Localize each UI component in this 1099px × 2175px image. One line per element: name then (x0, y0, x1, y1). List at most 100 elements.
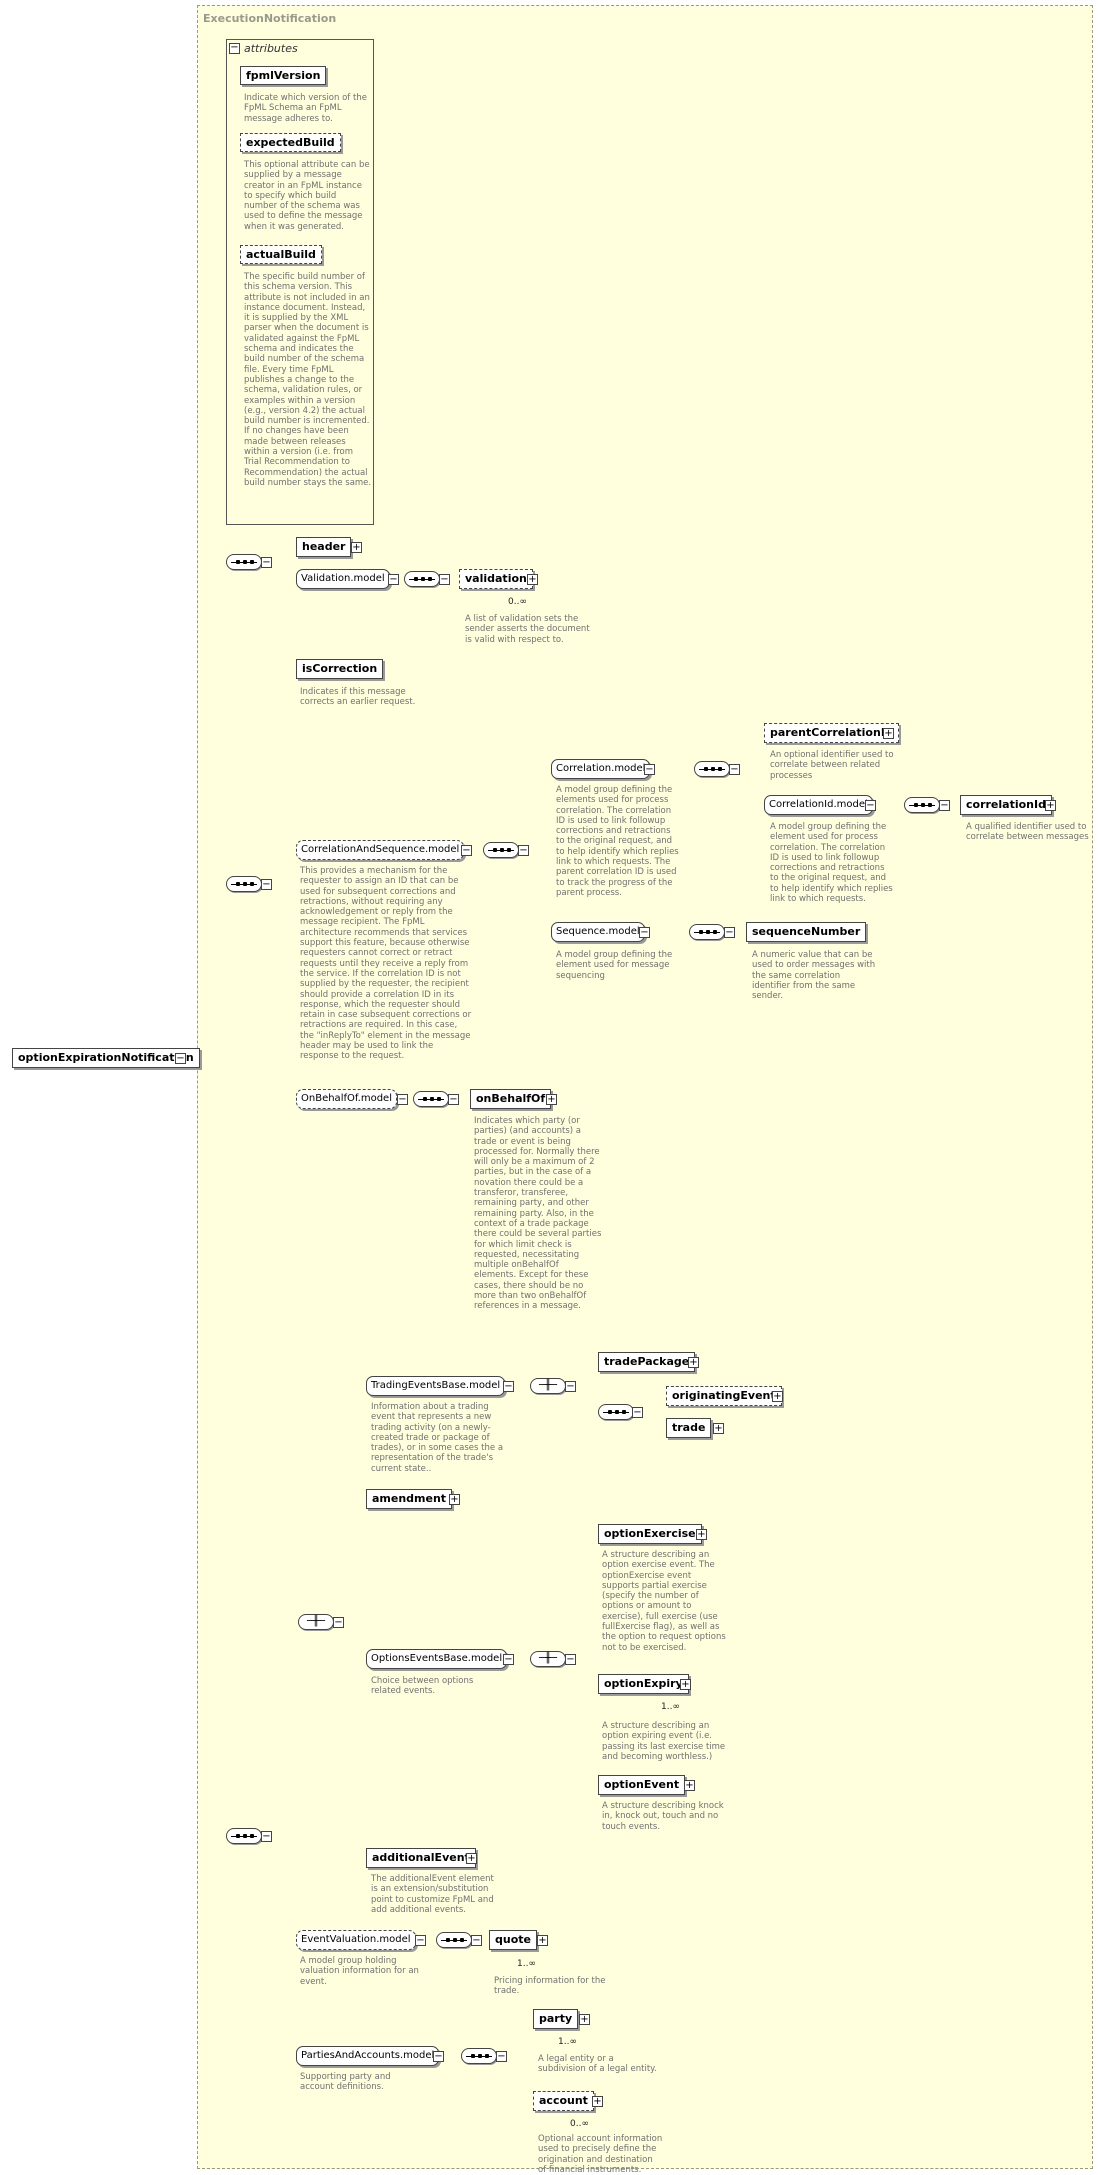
sequence-compositor[interactable] (226, 876, 262, 892)
collapse-icon[interactable]: − (175, 1053, 186, 1064)
expand-icon[interactable]: + (579, 2014, 590, 2025)
collapse-icon[interactable]: − (439, 574, 450, 585)
collapse-icon[interactable]: − (433, 2051, 444, 2062)
expand-icon[interactable]: + (546, 1094, 557, 1105)
sequence-compositor[interactable] (694, 761, 730, 777)
collapse-icon[interactable]: − (503, 1654, 514, 1665)
collapse-icon[interactable]: − (471, 1935, 482, 1946)
expand-icon[interactable]: + (527, 574, 538, 585)
expand-icon[interactable]: + (592, 2096, 603, 2107)
sequence-compositor[interactable] (461, 2048, 497, 2064)
choice-compositor[interactable]: ─╫─ (530, 1378, 566, 1394)
attribute-description: The specific build number of this schema… (244, 272, 372, 488)
element-trade[interactable]: trade (666, 1418, 712, 1438)
collapse-icon[interactable]: − (496, 2051, 507, 2062)
choice-compositor[interactable]: ─╫─ (530, 1651, 566, 1667)
sequence-compositor[interactable] (689, 924, 725, 940)
expand-icon[interactable]: + (680, 1679, 691, 1690)
collapse-icon[interactable]: − (518, 845, 529, 856)
element-quote[interactable]: quote (489, 1930, 537, 1950)
group-validation-model[interactable]: Validation.model (296, 569, 390, 589)
sequence-compositor[interactable] (436, 1932, 472, 1948)
root-element[interactable]: optionExpirationNotification (12, 1048, 200, 1068)
group-correlation-model[interactable]: Correlation.model (551, 759, 651, 779)
collapse-icon[interactable]: − (639, 927, 650, 938)
attribute-description: Indicate which version of the FpML Schem… (244, 93, 367, 124)
element-description: Choice between options related events. (371, 1676, 474, 1697)
element-account[interactable]: account (533, 2091, 594, 2111)
attribute-fpmlversion[interactable]: fpmlVersion (240, 66, 327, 85)
element-amendment[interactable]: amendment (366, 1489, 453, 1509)
collapse-icon[interactable]: − (565, 1654, 576, 1665)
element-originatingevent[interactable]: originatingEvent (666, 1386, 782, 1406)
expand-icon[interactable]: + (351, 542, 362, 553)
collapse-icon[interactable]: − (333, 1617, 344, 1628)
element-description: Indicates if this message corrects an ea… (300, 687, 416, 708)
group-partiesandaccounts-model[interactable]: PartiesAndAccounts.model (296, 2046, 440, 2066)
sequence-compositor[interactable] (413, 1091, 449, 1107)
element-parentcorrelationid[interactable]: parentCorrelationId (764, 723, 899, 743)
element-additionalevent[interactable]: additionalEvent (366, 1848, 476, 1868)
element-iscorrection[interactable]: isCorrection (296, 659, 384, 679)
element-tradepackage[interactable]: tradePackage (598, 1352, 696, 1372)
expand-icon[interactable]: + (684, 1780, 695, 1791)
element-header[interactable]: header (296, 537, 352, 557)
element-validation[interactable]: validation (459, 569, 533, 589)
collapse-icon[interactable]: − (229, 42, 240, 54)
attributes-label: attributes (244, 42, 298, 55)
collapse-icon[interactable]: − (503, 1381, 514, 1392)
expand-icon[interactable]: + (537, 1935, 548, 1946)
collapse-icon[interactable]: − (565, 1381, 576, 1392)
sequence-compositor[interactable] (483, 842, 519, 858)
collapse-icon[interactable]: − (939, 800, 950, 811)
attribute-expectedbuild[interactable]: expectedBuild (240, 133, 341, 152)
element-optionevent[interactable]: optionEvent (598, 1775, 686, 1795)
collapse-icon[interactable]: − (865, 800, 876, 811)
collapse-icon[interactable]: − (261, 879, 272, 890)
sequence-compositor[interactable] (226, 1828, 262, 1844)
group-tradingeventsbase-model[interactable]: TradingEventsBase.model (366, 1376, 506, 1396)
element-sequencenumber[interactable]: sequenceNumber (746, 922, 867, 942)
expand-icon[interactable]: + (883, 728, 894, 739)
collapse-icon[interactable]: − (644, 764, 655, 775)
attribute-actualbuild[interactable]: actualBuild (240, 245, 322, 264)
collapse-icon[interactable]: − (724, 927, 735, 938)
expand-icon[interactable]: + (713, 1423, 724, 1434)
collapse-icon[interactable]: − (397, 1094, 408, 1105)
occurrence-label: 0..∞ (570, 2119, 589, 2129)
group-sequence-model[interactable]: Sequence.model (551, 922, 645, 942)
element-correlationid[interactable]: correlationId (960, 795, 1052, 815)
expand-icon[interactable]: + (696, 1529, 707, 1540)
expand-icon[interactable]: + (772, 1391, 783, 1402)
expand-icon[interactable]: + (466, 1853, 477, 1864)
group-eventvaluation-model[interactable]: EventValuation.model (296, 1930, 416, 1950)
group-correlationid-model[interactable]: CorrelationId.model (764, 795, 873, 815)
collapse-icon[interactable]: − (415, 1935, 426, 1946)
element-description: Indicates which party (or parties) (and … (474, 1116, 602, 1312)
choice-compositor[interactable]: ─╫─ (298, 1614, 334, 1630)
element-optionexercise[interactable]: optionExercise (598, 1524, 702, 1544)
collapse-icon[interactable]: − (261, 1831, 272, 1842)
group-correlation-and-sequence[interactable]: CorrelationAndSequence.model (296, 840, 465, 860)
collapse-icon[interactable]: − (388, 574, 399, 585)
expand-icon[interactable]: + (688, 1357, 699, 1368)
collapse-icon[interactable]: − (729, 764, 740, 775)
sequence-compositor[interactable] (404, 571, 440, 587)
group-optionseventsbase-model[interactable]: OptionsEventsBase.model (366, 1649, 508, 1669)
collapse-icon[interactable]: − (461, 845, 472, 856)
expand-icon[interactable]: + (449, 1494, 460, 1505)
element-party[interactable]: party (533, 2009, 579, 2029)
occurrence-label: 1..∞ (517, 1959, 536, 1969)
sequence-compositor[interactable] (598, 1404, 634, 1420)
sequence-compositor[interactable] (904, 797, 940, 813)
sequence-compositor[interactable] (226, 554, 262, 570)
collapse-icon[interactable]: − (448, 1094, 459, 1105)
element-onbehalfof[interactable]: onBehalfOf (470, 1089, 552, 1109)
element-description: A qualified identifier used to correlate… (966, 822, 1089, 843)
collapse-icon[interactable]: − (632, 1407, 643, 1418)
group-onbehalfof-model[interactable]: OnBehalfOf.model (296, 1089, 397, 1109)
expand-icon[interactable]: + (1045, 800, 1056, 811)
occurrence-label: 1..∞ (558, 2037, 577, 2047)
element-optionexpiry[interactable]: optionExpiry (598, 1674, 689, 1694)
collapse-icon[interactable]: − (261, 557, 272, 568)
